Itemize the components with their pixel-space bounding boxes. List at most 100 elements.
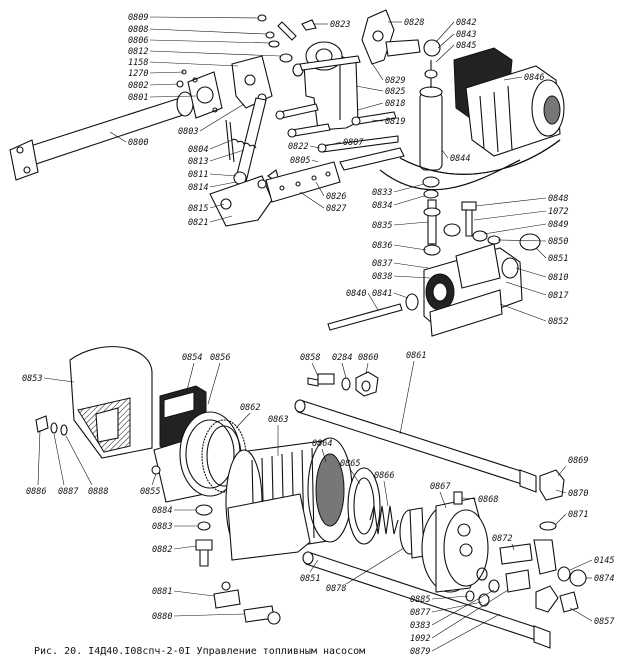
svg-text:0870: 0870 [568,489,588,499]
label-0877: 0877 [410,601,483,618]
figure-caption: Рис. 20. I4Д40.I08спч-2-0I Управление то… [34,646,366,657]
label-1092: 1092 [410,589,509,644]
label-0842: 0842 [435,18,476,43]
parts-0882-0884 [195,504,213,567]
label-0843: 0843 [437,30,476,49]
screws-0886-0888 [35,415,68,436]
label-0857: 0857 [569,607,615,627]
svg-text:0869: 0869 [568,456,588,466]
label-0855: 0855 [140,473,160,497]
svg-text:0881: 0881 [152,587,172,597]
svg-text:0861: 0861 [406,351,426,361]
plate-0826 [265,135,405,203]
label-0819: 0819 [371,117,405,127]
svg-text:0383: 0383 [410,621,430,631]
label-0802: 0802 [128,81,179,91]
label-0840: 0840 [346,289,379,311]
svg-text:0872: 0872 [492,534,512,544]
label-0804: 0804 [188,139,233,155]
svg-text:0842: 0842 [456,18,476,28]
rod-0840 [327,293,419,331]
svg-text:0825: 0825 [385,87,405,97]
label-0862: 0862 [235,403,260,429]
svg-text:0823: 0823 [330,20,350,30]
tube-0844 [419,60,443,199]
svg-text:0818: 0818 [385,99,405,109]
label-0851-lower: 0851 [300,559,320,584]
screws-0822-0819 [275,103,397,138]
label-0865: 0865 [340,459,360,485]
label-0845: 0845 [435,41,476,63]
svg-text:0862: 0862 [240,403,260,413]
svg-text:0858: 0858 [300,353,320,363]
label-0803: 0803 [178,103,245,137]
part-labels: 0809 0808 0806 0812 1158 1270 0802 0801 … [22,13,615,657]
svg-text:0835: 0835 [372,221,392,231]
label-0815: 0815 [188,203,225,214]
svg-text:0838: 0838 [372,272,392,282]
svg-text:0850: 0850 [548,237,568,247]
label-0854: 0854 [182,353,202,395]
label-0811: 0811 [188,170,237,180]
flange-0801 [176,69,223,119]
svg-text:0810: 0810 [548,273,568,283]
svg-text:0802: 0802 [128,81,148,91]
label-0849: 0849 [483,220,568,235]
svg-text:0808: 0808 [128,25,148,35]
svg-text:0853: 0853 [22,374,42,384]
housing-0867 [421,491,489,593]
fittings-0880-0881 [213,581,281,625]
svg-text:0843: 0843 [456,30,476,40]
svg-text:0826: 0826 [326,192,346,202]
svg-text:0879: 0879 [410,647,430,657]
pin-0835 [423,199,441,256]
label-0864: 0864 [312,439,332,463]
svg-text:0886: 0886 [26,487,46,497]
label-1072: 1072 [473,207,568,221]
svg-text:1158: 1158 [128,58,148,68]
fittings-0872-0857 [465,539,587,613]
svg-text:0833: 0833 [372,188,392,198]
label-0868: 0868 [461,495,498,505]
label-0813: 0813 [188,149,245,167]
svg-text:0868: 0868 [478,495,498,505]
label-0284: 0284 [332,353,352,379]
svg-text:0829: 0829 [385,76,405,86]
label-0835: 0835 [372,221,429,231]
svg-text:0811: 0811 [188,170,208,180]
svg-text:0880: 0880 [152,612,172,622]
label-0841: 0841 [372,289,409,299]
label-0809: 0809 [128,13,259,23]
label-0827: 0827 [299,191,347,214]
label-0383: 0383 [410,589,495,631]
label-0884: 0884 [152,506,196,516]
svg-text:0871: 0871 [568,510,588,520]
svg-text:0801: 0801 [128,93,148,103]
svg-text:0841: 0841 [372,289,392,299]
svg-text:0840: 0840 [346,289,366,299]
bolt-0848 [443,201,541,251]
rod-0861 [294,399,537,493]
motor-0846 [453,47,565,157]
svg-text:0817: 0817 [548,291,569,301]
label-0834: 0834 [372,195,425,211]
label-0823: 0823 [314,20,350,30]
label-0885: 0885 [410,595,469,605]
label-0844: 0844 [441,149,470,164]
svg-text:0805: 0805 [290,156,310,166]
svg-text:0804: 0804 [188,145,208,155]
label-0846: 0846 [503,73,544,83]
svg-text:0849: 0849 [548,220,568,230]
label-0800: 0800 [109,131,148,148]
label-0836: 0836 [372,241,427,251]
label-0810: 0810 [515,267,568,283]
label-0817: 0817 [505,281,569,301]
clevis-0828 [361,9,441,65]
label-0870: 0870 [555,489,588,499]
label-0837: 0837 [372,259,429,269]
svg-text:0807: 0807 [343,138,364,148]
pump-body-0852 [423,243,523,337]
svg-text:0878: 0878 [326,584,346,594]
label-0886: 0886 [26,429,46,497]
label-0887: 0887 [53,433,79,497]
